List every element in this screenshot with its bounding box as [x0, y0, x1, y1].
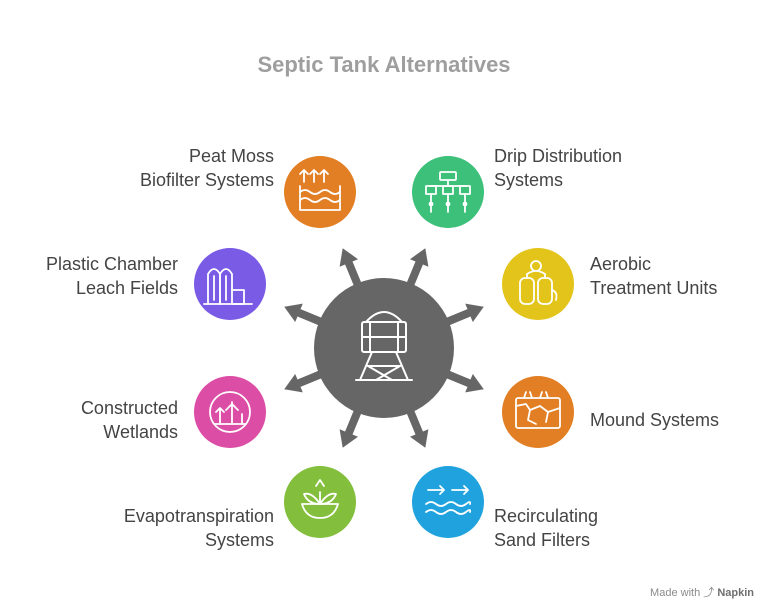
cracked-ground-icon	[515, 391, 561, 429]
water-evaporation-icon	[299, 169, 341, 211]
arrows-group	[284, 248, 484, 448]
water-tower-icon	[355, 311, 413, 381]
napkin-logo-icon: ⤴	[703, 587, 715, 599]
label-wetlands: Constructed Wetlands	[80, 398, 178, 442]
circle-drip-distribution	[412, 156, 484, 228]
circle-mound	[502, 376, 574, 448]
arrow-8	[284, 303, 331, 329]
arrow-1	[339, 248, 365, 295]
air-tanks-icon	[519, 260, 558, 305]
label-plastic-chamber: Plastic Chamber Leach Fields	[45, 254, 178, 298]
label-evapotranspiration: Evapotranspiration Systems	[123, 506, 274, 550]
circle-plastic-chamber	[194, 248, 266, 320]
arrow-3	[437, 303, 484, 329]
watermark: Made with ⤴ Napkin	[650, 584, 754, 600]
flow-waves-icon	[425, 485, 472, 515]
arrow-2	[403, 248, 429, 295]
label-drip-distribution: Drip Distribution Systems	[494, 146, 623, 190]
label-sand-filters: Recirculating Sand Filters	[494, 506, 599, 550]
chambers-icon	[203, 268, 253, 305]
label-mound: Mound Systems	[590, 410, 720, 430]
label-peat-moss: Peat Moss Biofilter Systems	[139, 146, 274, 190]
arrow-7	[284, 367, 331, 393]
watermark-prefix: Made with	[650, 587, 701, 599]
wetland-plants-icon	[209, 391, 251, 433]
arrow-6	[339, 401, 365, 448]
diagram-title: Septic Tank Alternatives	[257, 52, 511, 77]
plant-bowl-icon	[301, 479, 339, 519]
arrow-4	[437, 367, 484, 393]
label-aerobic: Aerobic Treatment Units	[590, 254, 718, 298]
center-hub	[314, 278, 454, 418]
arrow-5	[403, 401, 429, 448]
circle-wetlands	[194, 376, 266, 448]
drip-emitters-icon	[425, 171, 471, 213]
watermark-brand: Napkin	[717, 587, 754, 599]
